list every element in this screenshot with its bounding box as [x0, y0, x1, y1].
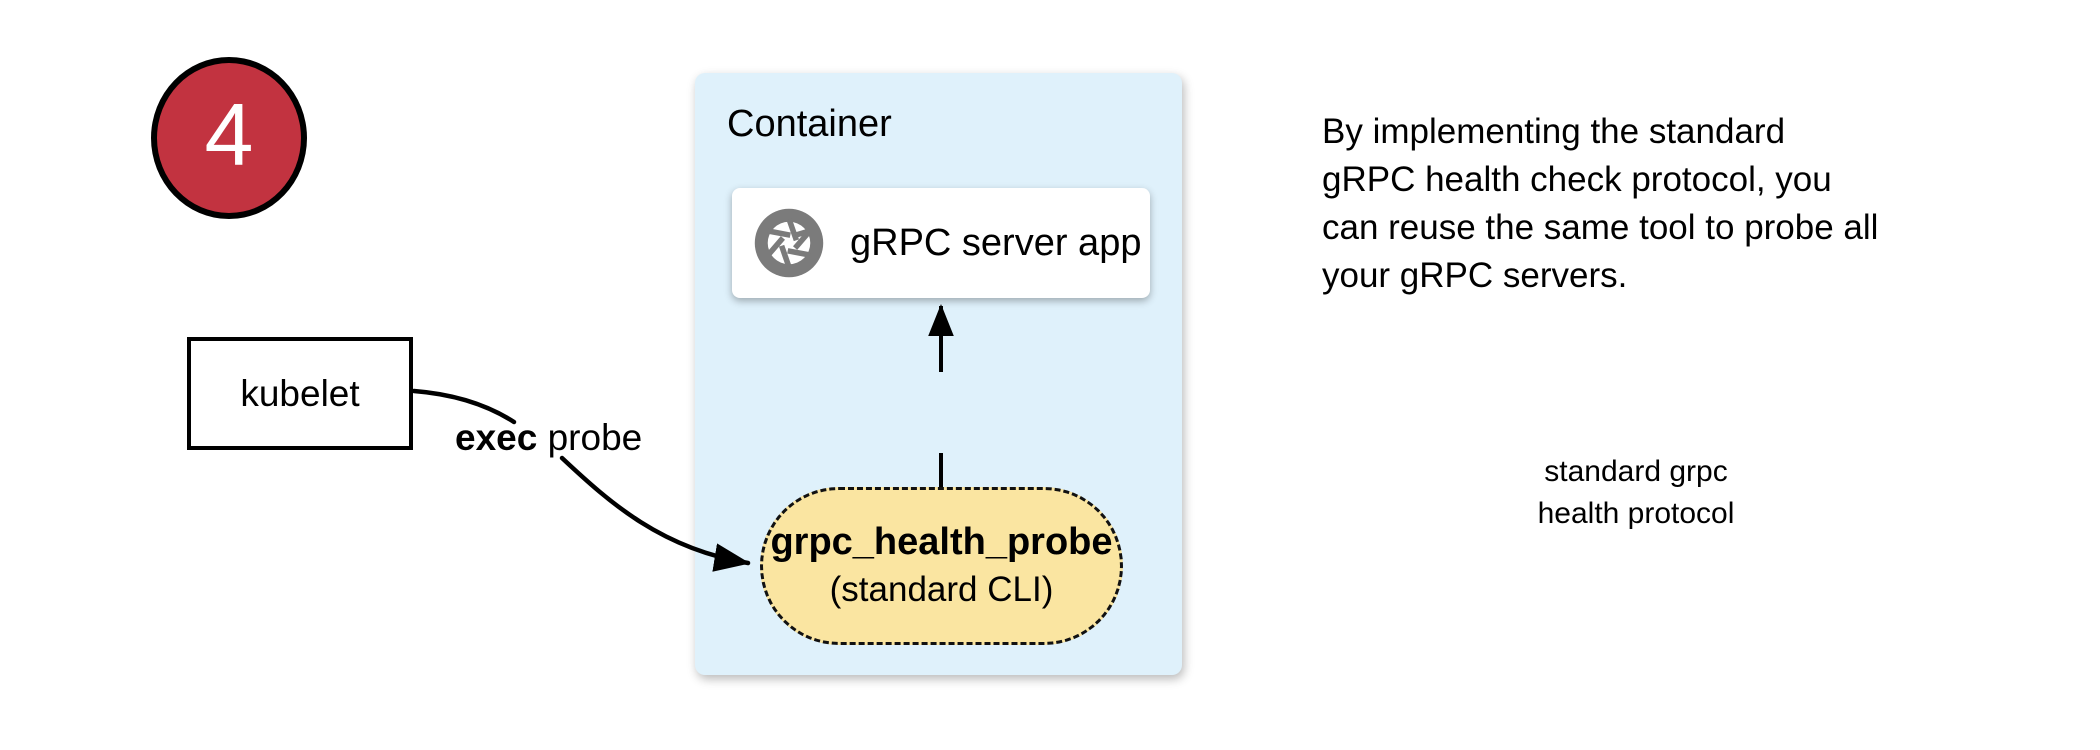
exec-probe-label: exec probe [455, 417, 642, 459]
grpc-health-probe-title: grpc_health_probe [770, 521, 1113, 564]
note-line: your gRPC servers. [1322, 256, 1628, 295]
grpc-server-app-node: gRPC server app [732, 188, 1150, 298]
grpc-server-app-label: gRPC server app [850, 221, 1142, 264]
grpc-health-probe-subtitle: (standard CLI) [829, 569, 1054, 609]
step-badge: 4 [151, 57, 307, 219]
container-group: Container [695, 73, 1734, 675]
note-paragraph: By implementing the standard gRPC health… [1322, 108, 1878, 300]
note-line: By implementing the standard [1322, 112, 1786, 151]
aperture-icon [754, 208, 824, 278]
grpc-health-probe-node: grpc_health_probe (standard CLI) [760, 487, 1123, 645]
note-line: can reuse the same tool to probe all [1322, 208, 1879, 247]
kubelet-node: kubelet [187, 337, 413, 450]
container-title: Container [727, 103, 892, 145]
health-protocol-label-line2: health protocol [1537, 497, 1735, 530]
kubelet-label: kubelet [240, 372, 360, 414]
health-protocol-label-line1: standard grpc [1544, 455, 1728, 488]
exec-probe-label-normal: probe [547, 417, 643, 458]
note-line: gRPC health check protocol, you [1322, 160, 1832, 199]
exec-probe-label-bold: exec [455, 417, 538, 458]
step-number: 4 [204, 85, 254, 184]
health-protocol-label: standard grpc health protocol [1486, 451, 1786, 535]
